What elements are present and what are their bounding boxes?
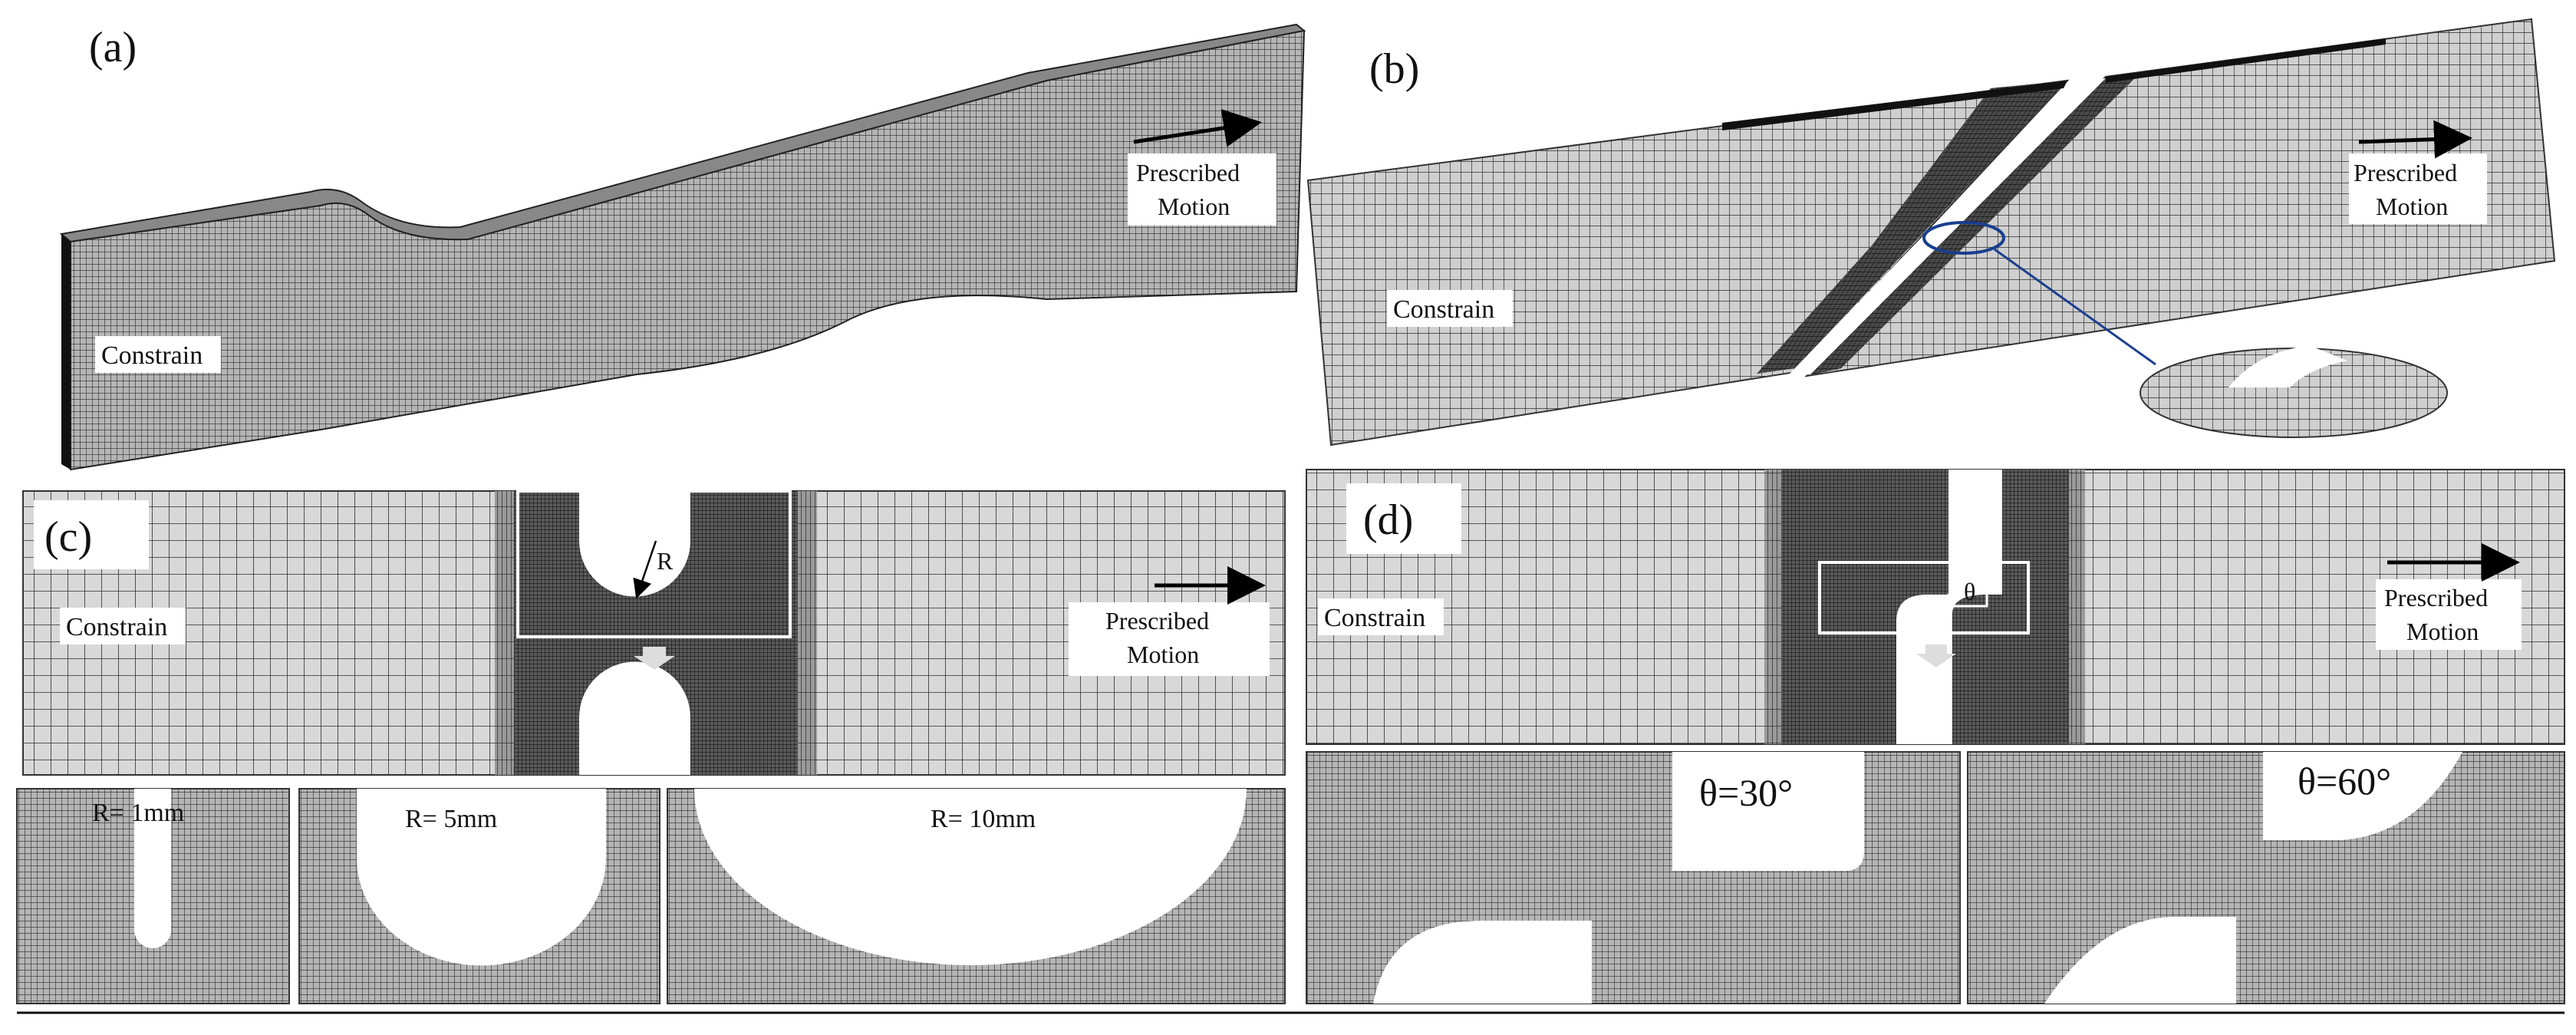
panel-a-tag: (a) <box>89 24 137 71</box>
motion-label-d-line2: Motion <box>2406 618 2479 645</box>
zoom-circle-b <box>1922 221 2005 255</box>
zoom-box-c <box>516 489 792 638</box>
panel-d-tag: (d) <box>1363 496 1413 544</box>
radius-arrow-c <box>633 540 657 599</box>
constrain-label-b-bg <box>1387 290 1513 327</box>
variant-r5: R= 5mm <box>298 788 660 1004</box>
notch-c-top <box>579 491 690 597</box>
variant-r10: R= 10mm <box>667 788 1286 1004</box>
plate-b-edge-left <box>1722 81 2067 130</box>
plate-b-dense-band-left <box>1757 81 2067 374</box>
motion-arrow-b <box>2358 120 2472 159</box>
motion-label-c-line2: Motion <box>1127 641 1199 668</box>
angle-symbol-d: θ <box>1964 578 1975 605</box>
motion-label-c-line1: Prescribed <box>1105 607 1209 635</box>
variant-r5-label: R= 5mm <box>405 805 497 833</box>
plate-b-slit <box>1787 78 2106 376</box>
constrain-label-a-bg <box>95 336 221 373</box>
panel-c-tag-bg <box>34 500 149 569</box>
specimen-a-side-face <box>61 234 71 470</box>
motion-label-a-line1: Prescribed <box>1136 159 1240 186</box>
specimen-a-front-face <box>70 29 1306 471</box>
variant-theta30: θ=30° <box>1306 751 1961 1004</box>
motion-label-b-bg <box>2349 153 2487 224</box>
radius-symbol-c: R <box>657 547 674 575</box>
variant-r1-label: R= 1mm <box>92 799 184 827</box>
zoom-disk-notch-b <box>2228 345 2347 387</box>
down-arrow-d <box>1916 644 1956 667</box>
panel-d: θ (d) Constrain Prescribed Motion θ=30° … <box>1306 469 2565 1004</box>
variant-r1: R= 1mm <box>16 788 290 1004</box>
constrain-label-c-bg <box>60 608 186 644</box>
angle-mark-d <box>1921 577 1988 608</box>
panel-c-tag: (c) <box>44 513 92 561</box>
down-arrow-c <box>634 647 675 670</box>
motion-label-a-line2: Motion <box>1158 193 1230 220</box>
panel-c: R (c) Constrain Prescribed Motion R= 1mm… <box>16 489 1286 1004</box>
motion-label-c-bg <box>1069 602 1270 676</box>
zoom-leader-b <box>1994 248 2156 366</box>
panel-b: (b) Constrain Prescribed Motion <box>1306 18 2556 447</box>
constrain-label-d: Constrain <box>1324 604 1425 632</box>
constrain-label-a: Constrain <box>101 341 203 370</box>
constrain-label-d-bg <box>1318 598 1444 635</box>
constrain-label-c: Constrain <box>66 613 167 641</box>
variant-theta60: θ=60° <box>1967 751 2565 1004</box>
motion-label-a-bg <box>1128 153 1276 226</box>
motion-label-d-bg <box>2376 579 2522 650</box>
motion-arrow-a <box>1133 109 1262 147</box>
motion-label-d-line1: Prescribed <box>2384 584 2488 611</box>
plate-b-edge-right <box>2106 38 2386 83</box>
variant-r10-label: R= 10mm <box>931 805 1036 833</box>
panel-b-tag: (b) <box>1369 45 1419 93</box>
notch-c-bottom <box>579 661 690 775</box>
panel-d-tag-bg <box>1346 483 1461 554</box>
variant-theta30-label: θ=30° <box>1699 771 1793 814</box>
zoom-box-d <box>1818 561 2030 635</box>
constrain-label-b: Constrain <box>1393 295 1494 324</box>
panel-a: (a) Constrain Prescribed Motion <box>59 23 1306 471</box>
variant-theta60-label: θ=60° <box>2298 760 2391 803</box>
motion-label-b-line2: Motion <box>2376 193 2448 220</box>
motion-label-b-line1: Prescribed <box>2354 159 2457 186</box>
